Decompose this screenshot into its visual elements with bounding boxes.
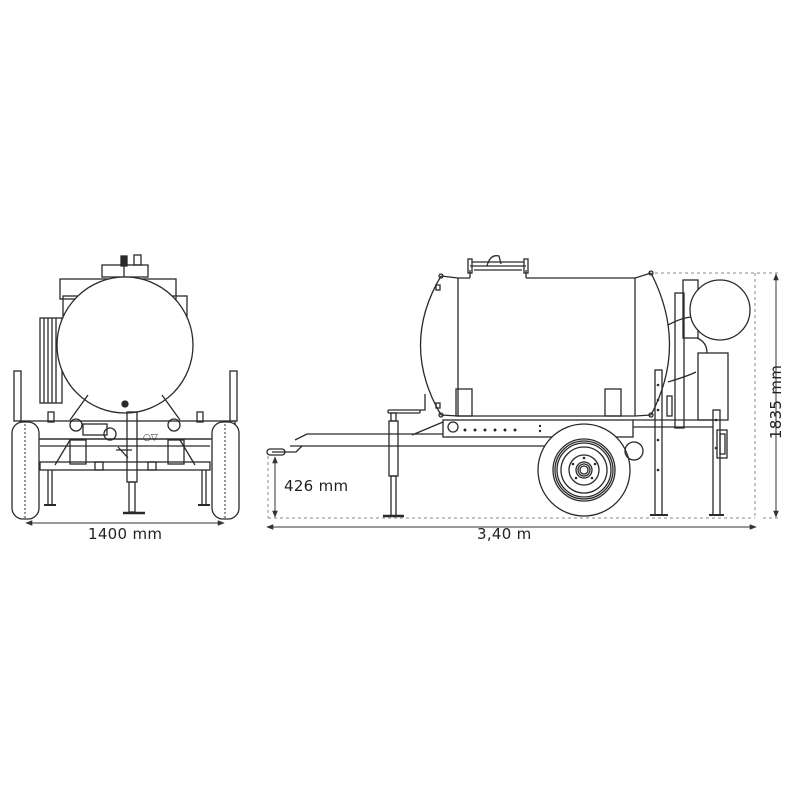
overall-length-label: 3,40 m <box>477 525 532 543</box>
front-view: ○▽ <box>11 254 240 520</box>
hitch-height-label: 426 mm <box>284 477 349 495</box>
side-dimensions <box>267 272 778 519</box>
overall-height-label: 1835 mm <box>767 364 785 440</box>
track-width-label: 1400 mm <box>88 525 163 543</box>
svg-text:○▽: ○▽ <box>143 433 158 443</box>
side-view <box>266 255 751 518</box>
